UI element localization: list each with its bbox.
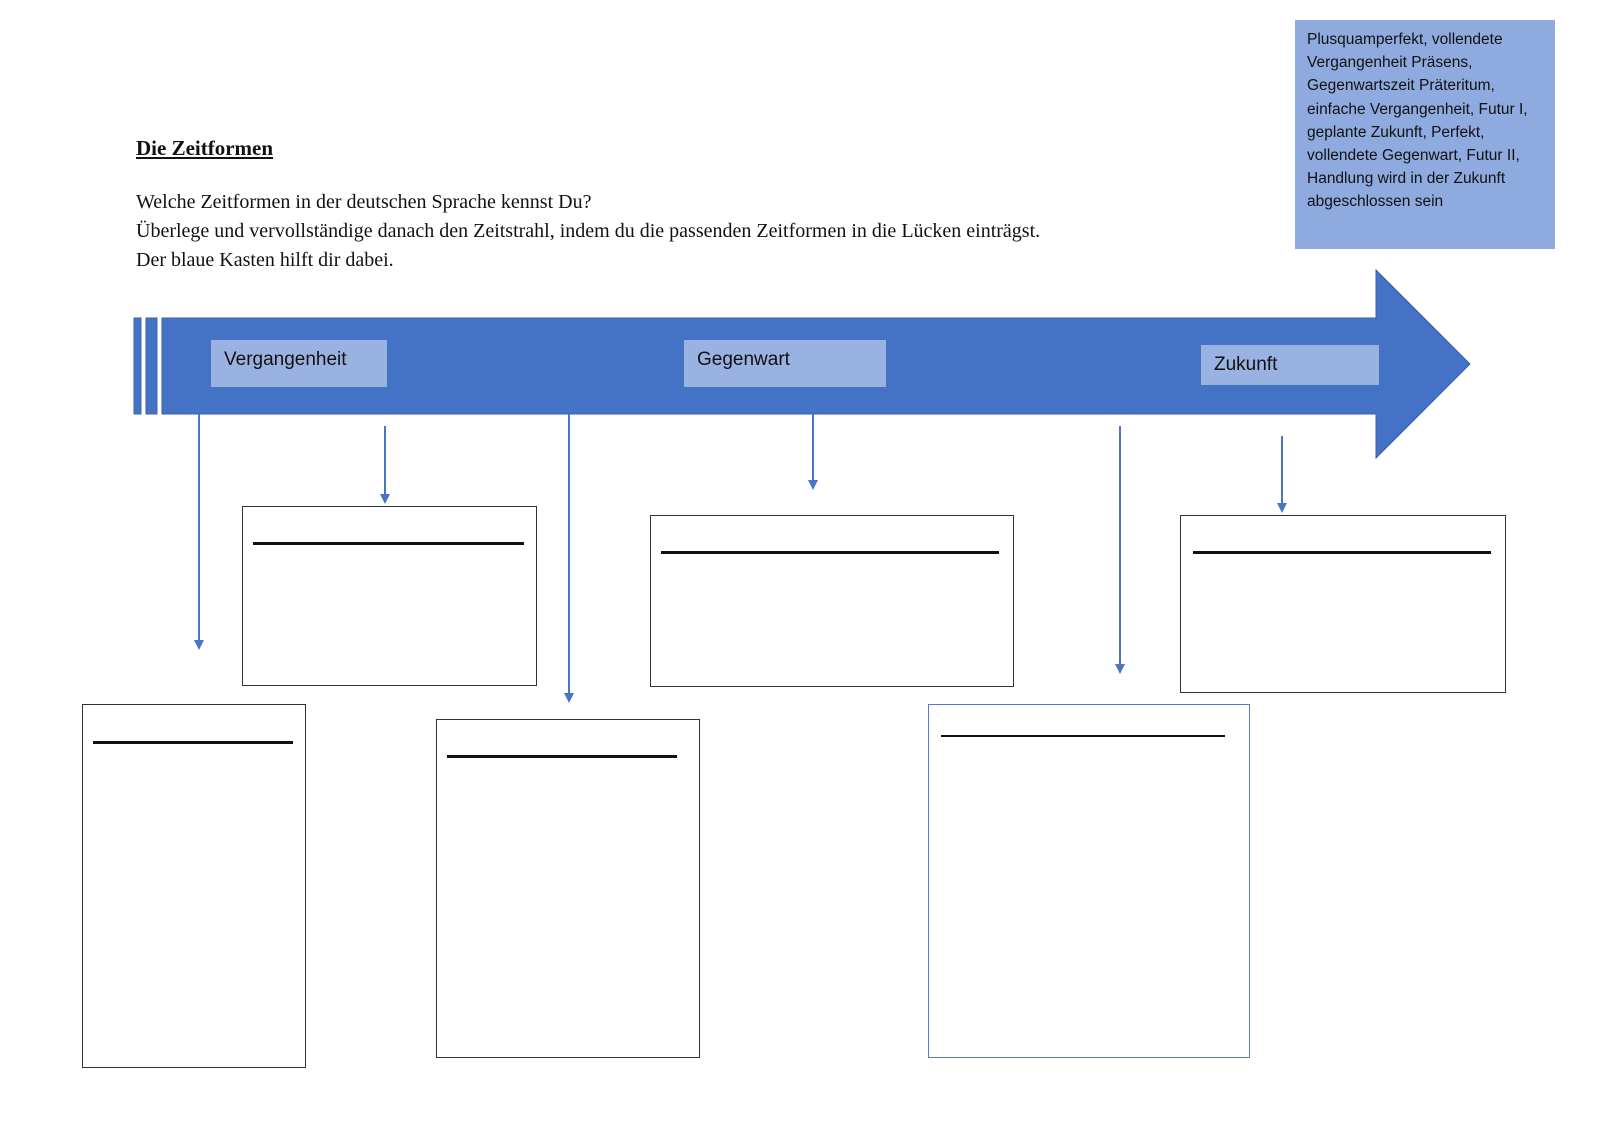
- connector-arrowhead: [808, 480, 818, 490]
- connector-arrowhead: [1115, 664, 1125, 674]
- label-future: Zukunft: [1214, 354, 1278, 375]
- instruction-line-2: Überlege und vervollständige danach den …: [136, 220, 1041, 242]
- connector-arrowhead: [194, 640, 204, 650]
- answer-line[interactable]: [661, 551, 999, 554]
- answer-box-5[interactable]: [436, 719, 700, 1058]
- connector-line: [812, 414, 814, 480]
- label-past: Vergangenheit: [224, 349, 347, 370]
- answer-box-1[interactable]: [242, 506, 537, 686]
- answer-box-2[interactable]: [650, 515, 1014, 687]
- instruction-line-3: Der blaue Kasten hilft dir dabei.: [136, 249, 394, 271]
- answer-line[interactable]: [1193, 551, 1491, 554]
- connector-arrowhead: [1277, 503, 1287, 513]
- connector-line: [568, 414, 570, 694]
- label-present: Gegenwart: [697, 349, 790, 370]
- connector-line: [198, 414, 200, 640]
- instructions: Welche Zeitformen in der deutschen Sprac…: [136, 188, 1276, 275]
- answer-box-4[interactable]: [82, 704, 306, 1068]
- connector-arrowhead: [564, 693, 574, 703]
- connector-line: [384, 426, 386, 496]
- answer-box-3[interactable]: [1180, 515, 1506, 693]
- answer-line[interactable]: [447, 755, 677, 758]
- page-title: Die Zeitformen: [136, 136, 274, 160]
- instruction-line-1: Welche Zeitformen in der deutschen Sprac…: [136, 191, 592, 213]
- connector-line: [1281, 436, 1283, 503]
- connector-arrowhead: [380, 494, 390, 504]
- answer-line[interactable]: [93, 741, 293, 744]
- answer-line[interactable]: [253, 542, 524, 545]
- help-box: Plusquamperfekt, vollendete Vergangenhei…: [1295, 20, 1555, 249]
- connector-line: [1119, 426, 1121, 666]
- answer-line[interactable]: [941, 735, 1225, 737]
- answer-box-6[interactable]: [928, 704, 1250, 1058]
